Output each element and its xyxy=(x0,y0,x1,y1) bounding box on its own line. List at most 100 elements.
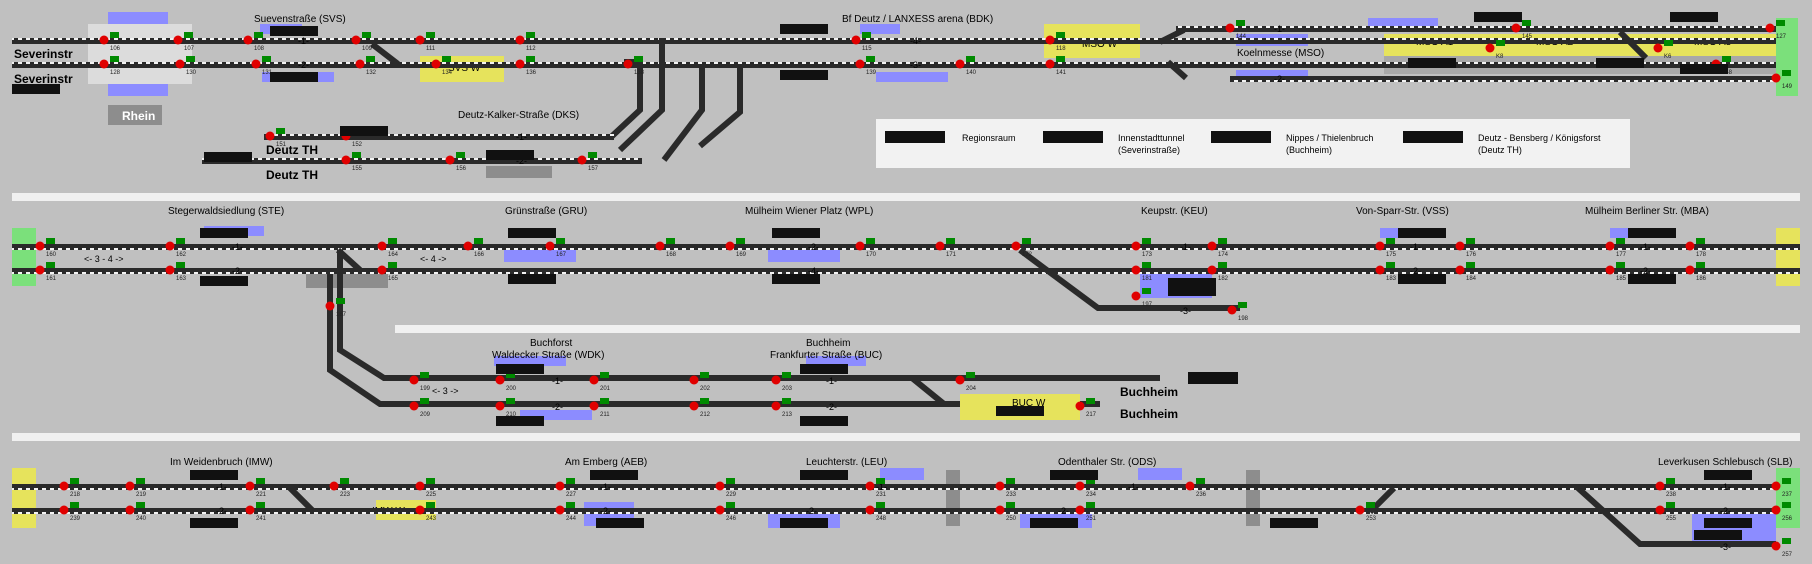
train-number-display[interactable] xyxy=(12,84,60,94)
signal-175[interactable]: 175 xyxy=(1375,238,1397,258)
signal-head-icon[interactable] xyxy=(555,505,565,515)
train-number-display[interactable] xyxy=(204,152,252,162)
signal-head-icon[interactable] xyxy=(125,505,135,515)
signal-149[interactable]: 149 xyxy=(1771,70,1793,90)
train-number-display[interactable] xyxy=(1398,228,1446,238)
signal-head-icon[interactable] xyxy=(35,265,45,275)
train-number-display[interactable] xyxy=(1694,530,1742,540)
signal-head-icon[interactable] xyxy=(99,35,109,45)
signal-head-icon[interactable] xyxy=(855,59,865,69)
train-number-display[interactable] xyxy=(800,416,848,426)
signal-161[interactable]: 161 xyxy=(35,262,57,282)
signal-head-icon[interactable] xyxy=(935,241,945,251)
signal-head-icon[interactable] xyxy=(545,241,555,251)
signal-head-icon[interactable] xyxy=(1455,241,1465,251)
signal-201[interactable]: 201 xyxy=(589,372,611,392)
train-number-display[interactable] xyxy=(1704,470,1752,480)
signal-head-icon[interactable] xyxy=(245,481,255,491)
train-number-display[interactable] xyxy=(496,364,544,374)
signal-141[interactable]: 141 xyxy=(1045,56,1067,76)
signal-160[interactable]: 160 xyxy=(35,238,57,258)
signal-200[interactable]: 200 xyxy=(495,372,517,392)
signal-head-icon[interactable] xyxy=(715,505,725,515)
signal-173[interactable]: 173 xyxy=(1131,238,1153,258)
signal-172[interactable]: 172 xyxy=(1011,238,1033,258)
signal-250[interactable]: 250 xyxy=(995,502,1017,522)
signal-head-icon[interactable] xyxy=(341,155,351,165)
signal-107[interactable]: 107 xyxy=(173,32,195,52)
signal-head-icon[interactable] xyxy=(589,375,599,385)
signal-head-icon[interactable] xyxy=(1485,43,1495,53)
signal-136[interactable]: 136 xyxy=(515,56,537,76)
signal-237[interactable]: 237 xyxy=(1771,478,1793,498)
signal-head-icon[interactable] xyxy=(415,35,425,45)
signal-187[interactable]: 187 xyxy=(325,298,347,318)
signal-head-icon[interactable] xyxy=(1045,35,1055,45)
signal-head-icon[interactable] xyxy=(865,505,875,515)
signal-head-icon[interactable] xyxy=(1207,265,1217,275)
signal-head-icon[interactable] xyxy=(1771,73,1781,83)
train-number-display[interactable] xyxy=(508,274,556,284)
signal-197[interactable]: 197 xyxy=(1131,288,1153,308)
signal-182[interactable]: 182 xyxy=(1207,262,1229,282)
train-number-display[interactable] xyxy=(1628,274,1676,284)
signal-239[interactable]: 239 xyxy=(59,502,81,522)
signal-K6[interactable]: K6 xyxy=(1653,40,1674,60)
signal-head-icon[interactable] xyxy=(1131,291,1141,301)
signal-head-icon[interactable] xyxy=(1131,241,1141,251)
signal-head-icon[interactable] xyxy=(1131,265,1141,275)
signal-213[interactable]: 213 xyxy=(771,398,793,418)
signal-head-icon[interactable] xyxy=(577,155,587,165)
signal-155[interactable]: 155 xyxy=(341,152,363,172)
signal-head-icon[interactable] xyxy=(865,481,875,491)
signal-166[interactable]: 166 xyxy=(463,238,485,258)
signal-157[interactable]: 157 xyxy=(577,152,599,172)
signal-head-icon[interactable] xyxy=(265,131,275,141)
signal-head-icon[interactable] xyxy=(855,241,865,251)
train-number-display[interactable] xyxy=(496,416,544,426)
signal-head-icon[interactable] xyxy=(1605,241,1615,251)
train-number-display[interactable] xyxy=(1704,518,1752,528)
signal-head-icon[interactable] xyxy=(351,35,361,45)
signal-171[interactable]: 171 xyxy=(935,238,957,258)
train-number-display[interactable] xyxy=(1168,286,1216,296)
signal-head-icon[interactable] xyxy=(1225,23,1235,33)
signal-204[interactable]: 204 xyxy=(955,372,977,392)
train-number-display[interactable] xyxy=(190,470,238,480)
signal-head-icon[interactable] xyxy=(495,401,505,411)
signal-head-icon[interactable] xyxy=(1455,265,1465,275)
signal-head-icon[interactable] xyxy=(325,301,335,311)
signal-head-icon[interactable] xyxy=(175,59,185,69)
train-number-display[interactable] xyxy=(1168,278,1216,288)
signal-184[interactable]: 184 xyxy=(1455,262,1477,282)
signal-head-icon[interactable] xyxy=(463,241,473,251)
signal-head-icon[interactable] xyxy=(515,59,525,69)
signal-251[interactable]: 251 xyxy=(1075,502,1097,522)
signal-head-icon[interactable] xyxy=(1011,241,1021,251)
signal-head-icon[interactable] xyxy=(1771,481,1781,491)
train-number-display[interactable] xyxy=(1270,518,1318,528)
signal-115[interactable]: 115 xyxy=(851,32,873,52)
signal-head-icon[interactable] xyxy=(1655,481,1665,491)
signal-head-icon[interactable] xyxy=(165,241,175,251)
signal-head-icon[interactable] xyxy=(329,481,339,491)
signal-head-icon[interactable] xyxy=(59,505,69,515)
signal-head-icon[interactable] xyxy=(495,375,505,385)
signal-head-icon[interactable] xyxy=(415,481,425,491)
signal-head-icon[interactable] xyxy=(1765,23,1775,33)
signal-170[interactable]: 170 xyxy=(855,238,877,258)
signal-248[interactable]: 248 xyxy=(865,502,887,522)
signal-head-icon[interactable] xyxy=(1045,59,1055,69)
signal-head-icon[interactable] xyxy=(1511,23,1521,33)
signal-177[interactable]: 177 xyxy=(1605,238,1627,258)
train-number-display[interactable] xyxy=(800,470,848,480)
signal-164[interactable]: 164 xyxy=(377,238,399,258)
signal-203[interactable]: 203 xyxy=(771,372,793,392)
signal-218[interactable]: 218 xyxy=(59,478,81,498)
signal-151[interactable]: 151 xyxy=(265,128,287,148)
train-number-display[interactable] xyxy=(780,518,828,528)
signal-109[interactable]: 109 xyxy=(351,32,373,52)
train-number-display[interactable] xyxy=(1680,64,1728,74)
signal-head-icon[interactable] xyxy=(165,265,175,275)
signal-134[interactable]: 134 xyxy=(431,56,453,76)
